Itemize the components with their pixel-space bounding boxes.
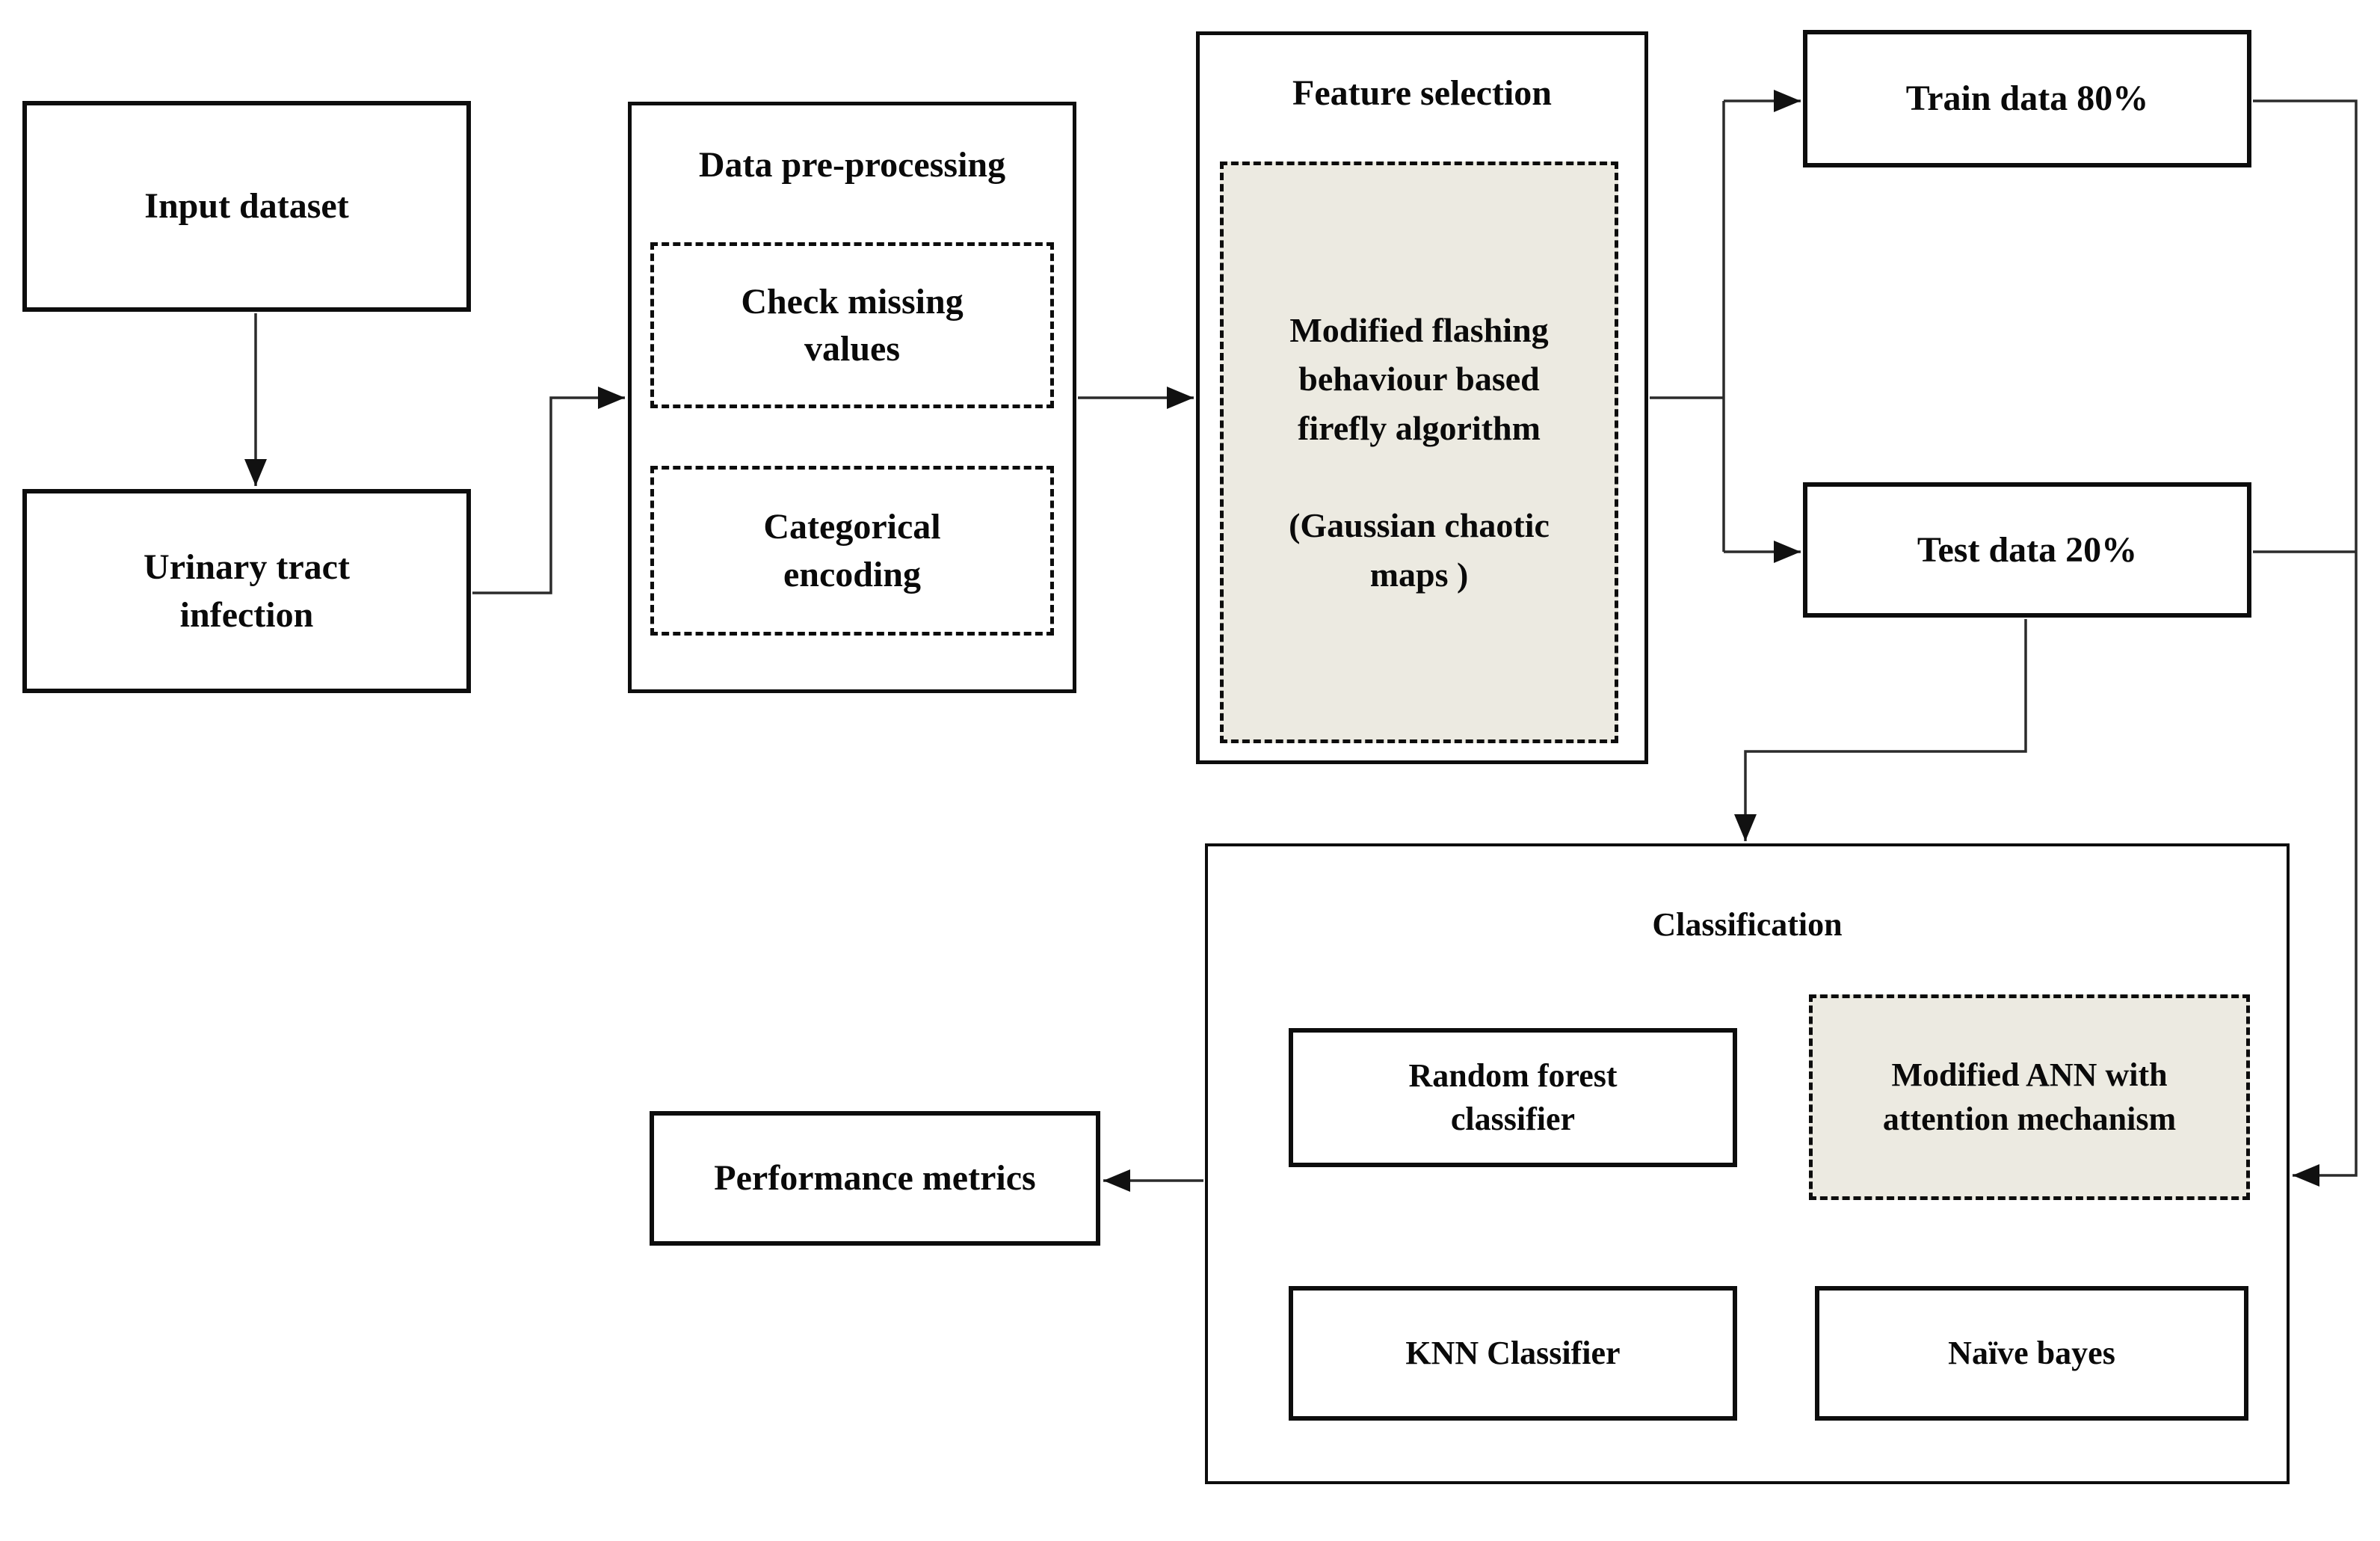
check-missing-values-label: Check missing values [741,281,964,369]
naive-bayes-box: Naïve bayes [1815,1286,2248,1421]
categorical-encoding-box: Categorical encoding [650,466,1054,636]
input-dataset-label: Input dataset [144,186,349,227]
arrow-test-to-classification [1734,619,2027,841]
test-data-box: Test data 20% [1803,482,2251,618]
urinary-tract-infection-box: Urinary tract infection [22,489,471,693]
train-data-label: Train data 80% [1905,79,2149,119]
modified-ann-label: Modified ANN with attention mechanism [1882,1056,2177,1137]
arrow-urinary-to-preprocessing [472,387,625,594]
performance-metrics-box: Performance metrics [650,1111,1100,1246]
classification-title: Classification [1652,906,1843,943]
naive-bayes-label: Naïve bayes [1948,1334,2115,1371]
input-dataset-box: Input dataset [22,101,471,312]
firefly-algorithm-label: Modified flashing behaviour based firefl… [1289,311,1550,594]
categorical-encoding-label: Categorical encoding [763,507,941,594]
knn-classifier-box: KNN Classifier [1289,1286,1737,1421]
modified-ann-box: Modified ANN with attention mechanism [1809,994,2250,1200]
check-missing-values-box: Check missing values [650,242,1054,408]
urinary-tract-infection-label: Urinary tract infection [144,547,350,635]
train-data-box: Train data 80% [1803,30,2251,167]
data-preprocessing-title: Data pre-processing [698,145,1006,185]
feature-selection-title: Feature selection [1292,73,1552,113]
knn-classifier-label: KNN Classifier [1405,1334,1621,1371]
random-forest-box: Random forest classifier [1289,1028,1737,1167]
performance-metrics-label: Performance metrics [714,1158,1036,1199]
test-data-label: Test data 20% [1917,529,2138,570]
firefly-algorithm-box: Modified flashing behaviour based firefl… [1220,162,1618,743]
random-forest-label: Random forest classifier [1408,1056,1618,1137]
